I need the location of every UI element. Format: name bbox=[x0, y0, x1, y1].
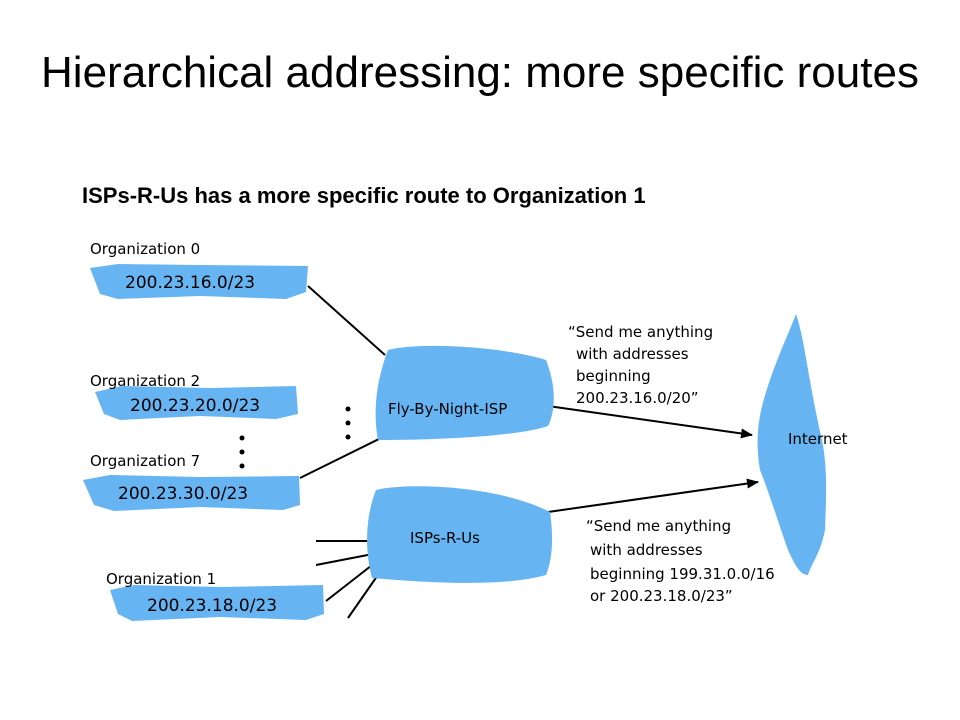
fly-by-night-isp-cloud bbox=[375, 345, 554, 440]
ellipsis-dots-left bbox=[239, 435, 245, 469]
org1-prefix: 200.23.18.0/23 bbox=[147, 596, 277, 616]
org0-label: Organization 0 bbox=[90, 240, 200, 258]
isps-r-us-announcement-line-3: beginning 199.31.0.0/16 bbox=[590, 565, 775, 583]
fly-by-night-announcement-line-3: beginning bbox=[576, 367, 651, 385]
org2-prefix: 200.23.20.0/23 bbox=[130, 396, 260, 416]
org2-label: Organization 2 bbox=[90, 372, 200, 390]
org7-network-cloud bbox=[83, 475, 300, 511]
isps-r-us-announcement-line-4: or 200.23.18.0/23” bbox=[590, 587, 733, 605]
org2-network-cloud bbox=[95, 386, 298, 420]
link-ispsrus-left-2 bbox=[315, 552, 379, 566]
fly-by-night-announcement-line-2: with addresses bbox=[576, 345, 689, 363]
isps-r-us-announcement-line-2: with addresses bbox=[590, 541, 703, 559]
isps-r-us-cloud bbox=[367, 486, 553, 583]
link-org7-flybynight bbox=[299, 436, 384, 479]
link-org1-ispsrus bbox=[325, 561, 377, 602]
isps-r-us-label: ISPs-R-Us bbox=[410, 529, 480, 547]
link-ispsrus-left-4 bbox=[347, 571, 381, 619]
internet-label: Internet bbox=[788, 430, 848, 448]
link-org0-flybynight bbox=[307, 285, 386, 356]
arrow-ispsrus-internet bbox=[547, 478, 759, 513]
ellipsis-dots-right bbox=[345, 406, 351, 440]
arrow-flybynight-internet bbox=[547, 405, 753, 439]
isps-r-us-announcement: “Send me anything with addresses beginni… bbox=[586, 517, 775, 605]
fly-by-night-announcement-line-4: 200.23.16.0/20” bbox=[576, 389, 699, 407]
org1-label: Organization 1 bbox=[106, 570, 216, 588]
org7-prefix: 200.23.30.0/23 bbox=[118, 484, 248, 504]
fly-by-night-isp-label: Fly-By-Night-ISP bbox=[388, 400, 507, 418]
isps-r-us-announcement-line-1: “Send me anything bbox=[586, 517, 731, 535]
fly-by-night-announcement: “Send me anything with addresses beginni… bbox=[568, 323, 713, 407]
page-title: Hierarchical addressing: more specific r… bbox=[41, 48, 919, 97]
internet-cloud bbox=[757, 314, 827, 575]
org0-prefix: 200.23.16.0/23 bbox=[125, 273, 255, 293]
page-subtitle: ISPs-R-Us has a more specific route to O… bbox=[82, 183, 646, 208]
org0-network-cloud bbox=[90, 264, 308, 299]
org1-network-cloud bbox=[110, 585, 324, 621]
fly-by-night-announcement-line-1: “Send me anything bbox=[568, 323, 713, 341]
org7-label: Organization 7 bbox=[90, 452, 200, 470]
